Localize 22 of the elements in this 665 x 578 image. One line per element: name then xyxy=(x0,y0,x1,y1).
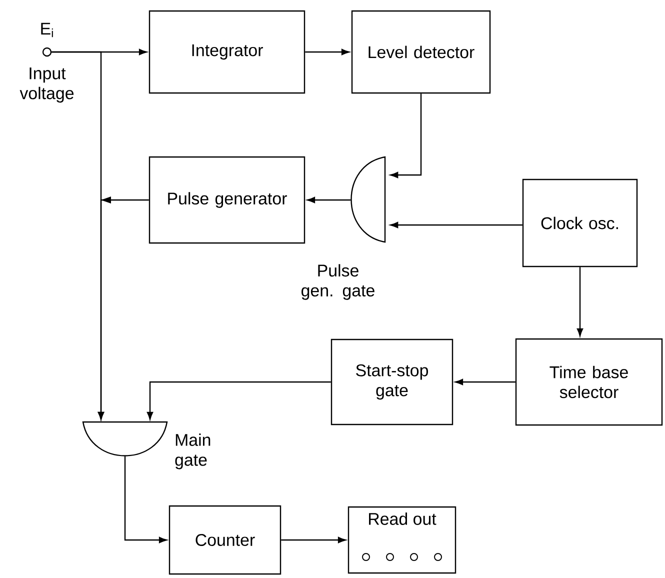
gate-label: Pulse gen. gate xyxy=(302,264,374,300)
arrow xyxy=(576,267,584,336)
arrow xyxy=(98,196,149,420)
arrow xyxy=(455,378,516,386)
arrow xyxy=(124,456,167,544)
gate-label: Main gate xyxy=(175,434,210,470)
process-box: Clock osc. xyxy=(522,178,638,268)
arrow xyxy=(390,222,522,228)
process-box: Integrator xyxy=(148,10,306,94)
arrow xyxy=(390,94,422,178)
terminal-label: E$_{i}$ xyxy=(41,22,53,38)
arrow xyxy=(281,536,346,544)
process-box: Time base selector xyxy=(515,338,663,426)
arrow xyxy=(146,381,331,420)
process-box: Start-stop gate xyxy=(330,338,454,426)
readout-box: Read out xyxy=(348,506,456,574)
process-box: Level detector xyxy=(351,10,491,94)
arrow xyxy=(307,196,351,204)
arrow xyxy=(305,48,350,56)
terminal-caption: Input voltage xyxy=(20,68,74,103)
process-box: Pulse generator xyxy=(148,156,306,244)
process-box: Counter xyxy=(168,505,282,575)
